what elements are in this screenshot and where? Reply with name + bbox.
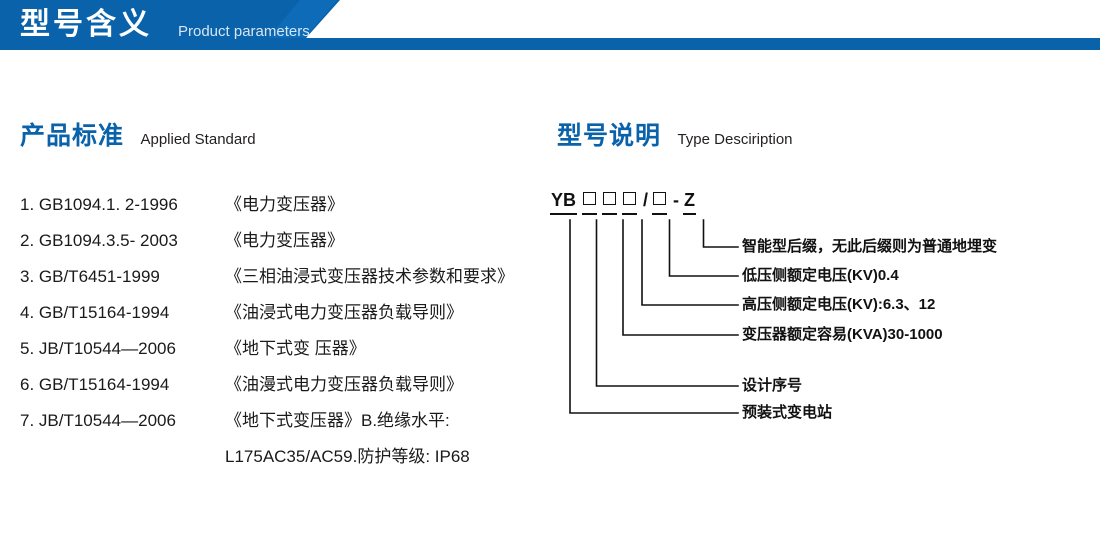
box-glyph-icon (603, 192, 617, 205)
banner-background-shape (0, 0, 1100, 50)
type-code-diagram: YB / -Z 智能型后缀，无此后缀则为普通地埋变 低压侧额定电压(KV)0.4 高… (550, 190, 1090, 421)
standard-code: 5. JB/T10544—2006 (20, 339, 176, 358)
type-description-heading-cn: 型号说明 (557, 122, 662, 150)
standard-name: 《电力变压器》 (225, 231, 344, 250)
code-box-2 (602, 190, 618, 215)
applied-standard-heading: 产品标准 Applied Standard (20, 116, 256, 152)
standard-code: 2. GB1094.3.5- 2003 (20, 231, 178, 250)
list-item-continuation: L175AC35/AC59.防护等级: IP68 (20, 442, 540, 478)
applied-standard-heading-en: Applied Standard (140, 131, 256, 148)
list-item: 6. GB/T15164-1994 《油漫式电力变压器负载导则》 (20, 370, 540, 406)
type-description-heading-en: Type Desciription (677, 131, 793, 148)
standard-code: 3. GB/T6451-1999 (20, 267, 160, 286)
standard-code: 7. JB/T10544—2006 (20, 411, 176, 430)
code-box-1 (582, 190, 598, 215)
code-box-3 (622, 190, 638, 215)
standard-name: 《电力变压器》 (225, 195, 344, 214)
standard-name: 《三相油浸式变压器技术参数和要求》 (225, 267, 514, 286)
code-box-4 (652, 190, 668, 215)
leader-lines (569, 219, 739, 414)
box-glyph-icon (623, 192, 637, 205)
code-prefix: YB (550, 190, 578, 215)
callout-design-serial: 设计序号 (742, 377, 803, 394)
code-suffix: Z (683, 190, 697, 215)
standard-name: 《油漫式电力变压器负载导则》 (225, 375, 463, 394)
standard-code: 6. GB/T15164-1994 (20, 375, 170, 394)
standard-name: 《油浸式电力变压器负载导则》 (225, 303, 463, 322)
page-banner: 型号含义 Product parameters (0, 0, 1100, 52)
callout-smart-suffix: 智能型后缀，无此后缀则为普通地埋变 (742, 238, 998, 255)
standard-code: 1. GB1094.1. 2-1996 (20, 195, 178, 214)
list-item: 3. GB/T6451-1999 《三相油浸式变压器技术参数和要求》 (20, 262, 540, 298)
list-item: 2. GB1094.3.5- 2003 《电力变压器》 (20, 226, 540, 262)
type-description-heading: 型号说明 Type Desciription (557, 116, 793, 152)
applied-standard-heading-cn: 产品标准 (20, 122, 125, 150)
list-item: 5. JB/T10544—2006 《地下式变 压器》 (20, 334, 540, 370)
standard-code: 4. GB/T15164-1994 (20, 303, 170, 322)
box-glyph-icon (583, 192, 597, 205)
box-glyph-icon (653, 192, 667, 205)
standard-name: L175AC35/AC59.防护等级: IP68 (225, 447, 470, 466)
callout-rated-capacity: 变压器额定容易(KVA)30-1000 (742, 326, 943, 343)
list-item: 4. GB/T15164-1994 《油浸式电力变压器负载导则》 (20, 298, 540, 334)
code-separator: / (643, 190, 649, 210)
standard-name: 《地下式变压器》B.绝缘水平: (225, 411, 450, 430)
callout-lv-voltage: 低压侧额定电压(KV)0.4 (742, 267, 899, 284)
type-code-string: YB / -Z (550, 190, 701, 216)
list-item: 1. GB1094.1. 2-1996 《电力变压器》 (20, 190, 540, 226)
banner-title-en: Product parameters (178, 23, 310, 40)
list-item: 7. JB/T10544—2006 《地下式变压器》B.绝缘水平: (20, 406, 540, 442)
callout-substation: 预装式变电站 (742, 404, 833, 421)
code-dash: - (673, 190, 680, 210)
callout-hv-voltage: 高压侧额定电压(KV):6.3、12 (742, 296, 936, 313)
banner-title-cn: 型号含义 (20, 8, 152, 41)
standards-list: 1. GB1094.1. 2-1996 《电力变压器》 2. GB1094.3.… (20, 190, 540, 478)
standard-name: 《地下式变 压器》 (225, 339, 366, 358)
